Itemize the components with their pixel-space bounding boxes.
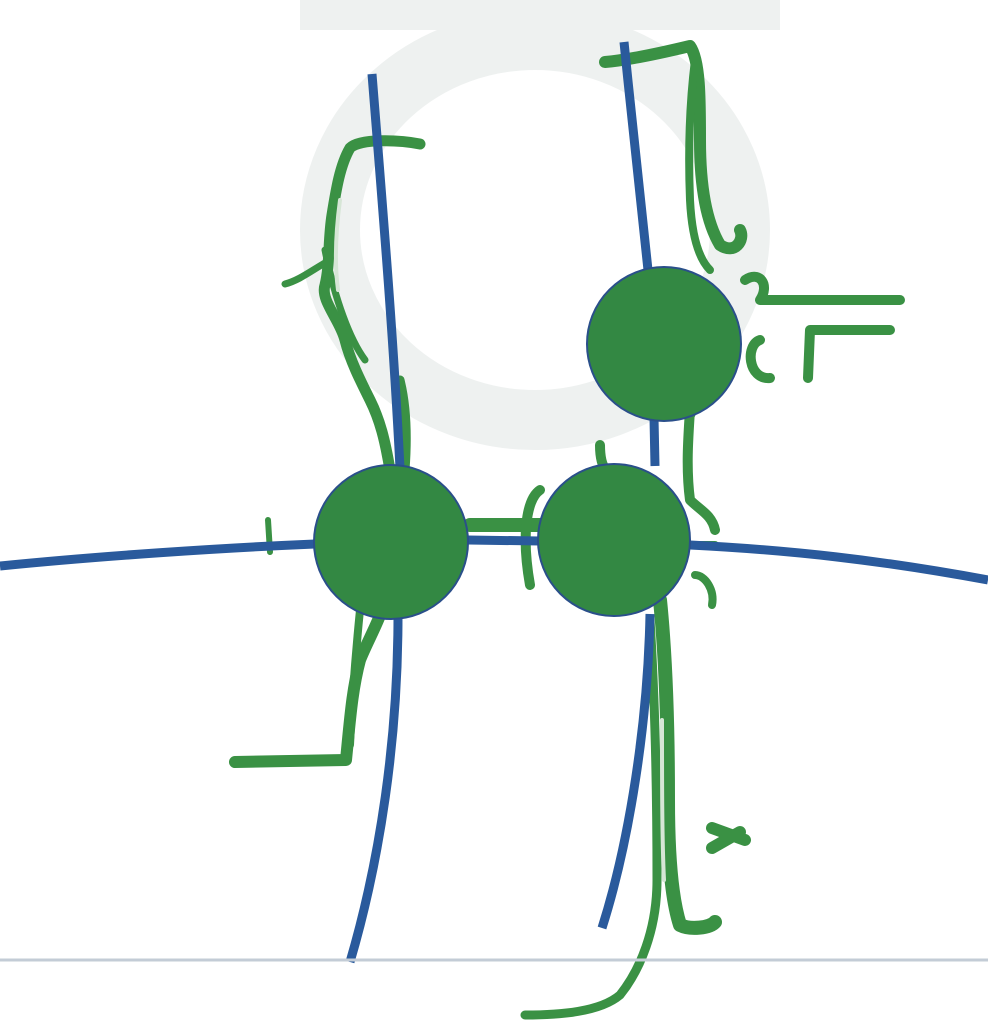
graph-edges [0,42,988,962]
edge-left-horizontal [0,544,315,566]
vessel-right-branch-lower [751,330,890,378]
edge-between-nodes [468,540,540,541]
edge-right-vertical-middle [654,418,655,466]
edge-right-horizontal [690,545,988,580]
edge-right-vertical-bottom [602,614,650,928]
node-top-right [587,267,741,421]
watermark-block [300,0,780,30]
vessel-right-blob [712,828,745,848]
highlight-right [662,720,664,880]
vessel-right-lower-inner [525,620,657,1015]
node-left [314,465,468,619]
vessel-right-mid [688,410,715,530]
vessel-right-side [695,545,715,605]
node-middle [538,464,690,616]
vessel-right-branch-upper [745,277,900,300]
vessel-right-lower [660,600,715,928]
